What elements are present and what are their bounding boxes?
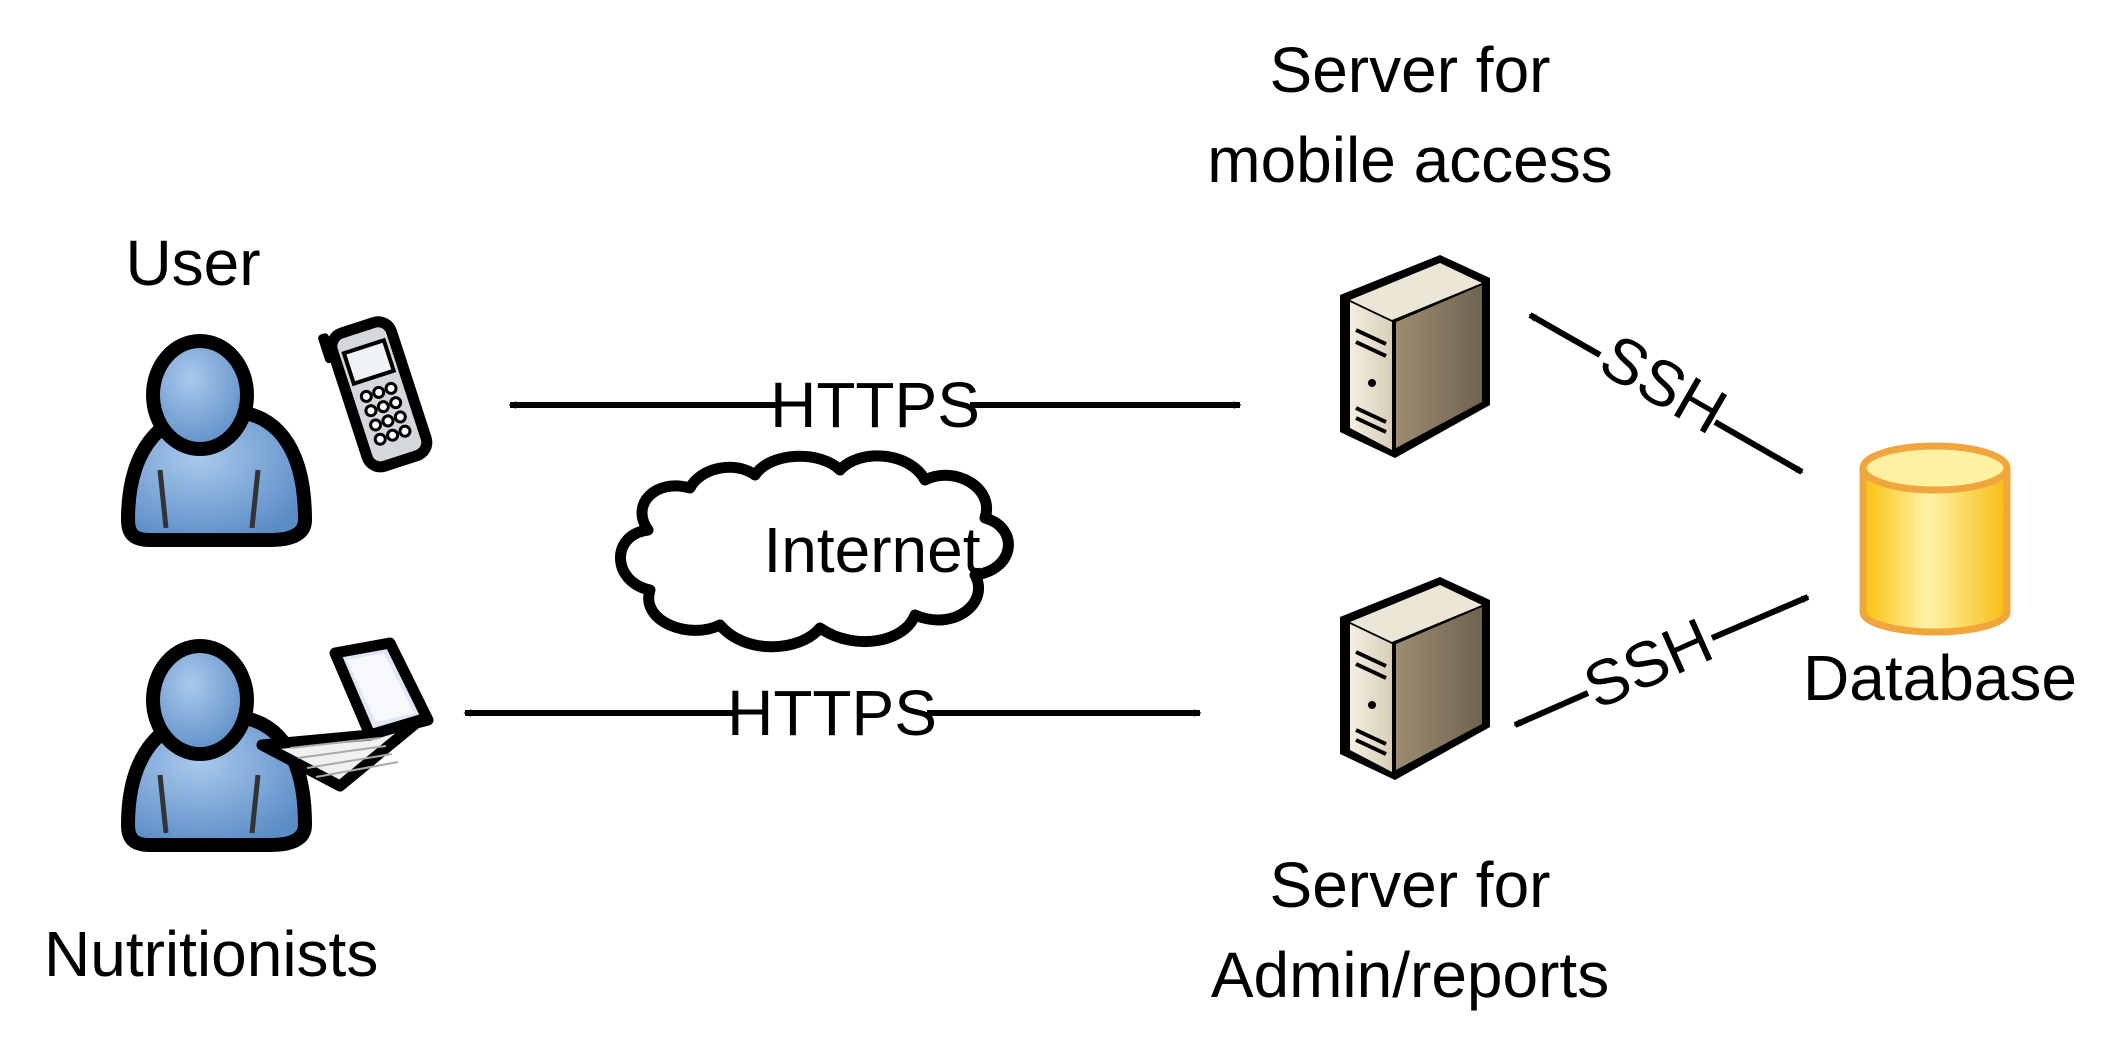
- user-label: User: [125, 227, 261, 299]
- server-mobile-label-line2: mobile access: [1207, 124, 1613, 196]
- server-mobile-icon: [1340, 255, 1490, 458]
- ssh-top-arrow: [1528, 312, 1804, 475]
- server-mobile-label-line1: Server for: [1269, 34, 1551, 106]
- server-admin-label-line2: Admin/reports: [1210, 939, 1610, 1011]
- user-icon: [121, 334, 312, 547]
- https-top-label: HTTPS: [770, 369, 980, 441]
- https-bottom-label: HTTPS: [727, 677, 937, 749]
- ssh-bottom-label: SSH: [1573, 604, 1723, 723]
- internet-label: Internet: [763, 514, 980, 586]
- server-admin-label-line1: Server for: [1269, 849, 1551, 921]
- ssh-top-label: SSH: [1589, 320, 1739, 448]
- nutritionists-label: Nutritionists: [44, 918, 379, 990]
- server-admin-icon: [1340, 577, 1490, 780]
- mobile-phone-icon: [318, 316, 433, 473]
- laptop-icon: [256, 637, 434, 792]
- database-label: Database: [1803, 642, 2077, 714]
- ssh-bottom-arrow: [1513, 594, 1810, 728]
- database-cylinder-icon: [1859, 442, 2011, 636]
- cloud-icon: [615, 450, 1014, 653]
